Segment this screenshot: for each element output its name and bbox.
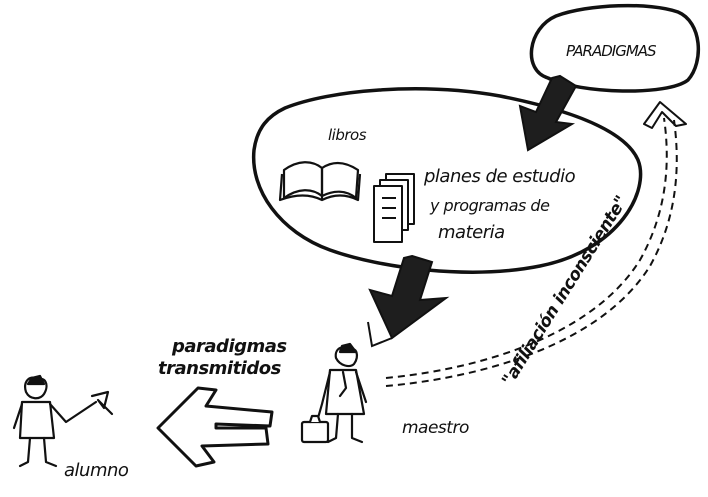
maestro-figure [300, 342, 368, 444]
paradigmas-cloud [529, 3, 701, 93]
planes-label-line2: y programas de [430, 196, 550, 215]
materials-ellipse [251, 87, 643, 274]
alumno-label: alumno [64, 460, 129, 481]
paradigmas-transmitidos-line1: paradigmas [172, 336, 287, 357]
arrow-paradigmas-to-materials [518, 74, 578, 152]
libros-label: libros [328, 126, 367, 144]
paradigmas-label: PARADIGMAS [566, 42, 657, 60]
book-icon [278, 161, 362, 202]
alumno-figure [12, 374, 114, 468]
planes-label-line1: planes de estudio [424, 166, 576, 187]
documents-icon [373, 173, 415, 243]
paradigmas-transmitidos-line2: transmitidos [158, 358, 281, 379]
arrow-afiliacion-head [643, 101, 687, 129]
arrow-maestro-to-alumno [156, 386, 274, 468]
planes-label-line3: materia [438, 222, 505, 243]
arrow-afiliacion [385, 117, 678, 387]
arrow-materials-to-maestro [367, 254, 450, 348]
maestro-label: maestro [402, 418, 469, 438]
